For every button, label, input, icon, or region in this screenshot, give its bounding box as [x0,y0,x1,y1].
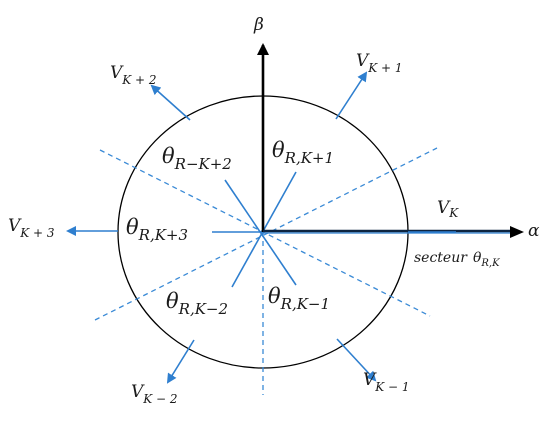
label-vkm1-sub: K − 1 [374,380,409,394]
label-vkm1: VK − 1 [363,370,410,394]
label-theta-rk1-sub: R,K+1 [284,149,334,167]
label-theta-rkm2-base: θ [166,289,179,313]
label-vk-base: V [437,198,451,218]
label-theta-rkm2: θR,K−2 [166,289,228,318]
sector-caption-sub: R,K [480,258,500,269]
vector-vk1 [335,71,368,120]
label-theta-rkm1: θR,K−1 [268,284,330,313]
label-theta-rkm1-sub: R,K−1 [280,295,330,313]
label-vk1-base: V [356,51,370,71]
label-vk1-sub: K + 1 [367,61,402,75]
label-vkm2: VK − 2 [131,382,178,406]
label-vk2: VK + 2 [110,63,157,87]
label-vk-sub: K [448,206,459,220]
label-vk2-base: V [110,63,124,83]
vector-vk2 [150,84,191,121]
label-theta-rk3-base: θ [126,215,139,239]
alpha-axis-label: α [528,221,540,241]
label-theta-rk2-base: θ [162,144,175,168]
sector-caption: secteur θR,K [414,250,500,269]
beta-axis-label: β [253,15,264,35]
label-vk3: VK + 3 [8,216,55,240]
vector-vkm2 [166,339,195,384]
label-theta-rkm2-sub: R,K−2 [178,300,228,318]
label-vk: VK [437,198,459,220]
dashed-boundary-2 [94,147,438,321]
label-theta-rk3-sub: R,K+3 [138,226,188,244]
label-theta-rk2-sub: R−K+2 [174,155,232,173]
label-theta-rk1: θR,K+1 [272,138,334,167]
label-vk3-sub: K + 3 [19,226,55,240]
vector-vkm1 [336,338,377,382]
label-theta-rk1-base: θ [272,138,285,162]
sector-caption-word: secteur [414,250,468,266]
alpha-axis-arrowhead [510,226,524,238]
label-vkm2-sub: K − 2 [142,392,177,406]
label-vk1: VK + 1 [356,51,403,75]
label-vk2-sub: K + 2 [121,73,156,87]
label-theta-rk2: θR−K+2 [162,144,232,173]
label-theta-rk3: θR,K+3 [126,215,188,244]
label-vkm1-base: V [363,370,377,390]
sector-caption-base: θ [473,250,482,266]
label-theta-rkm1-base: θ [268,284,281,308]
label-vkm2-base: V [131,382,145,402]
label-vk3-base: V [8,216,22,236]
